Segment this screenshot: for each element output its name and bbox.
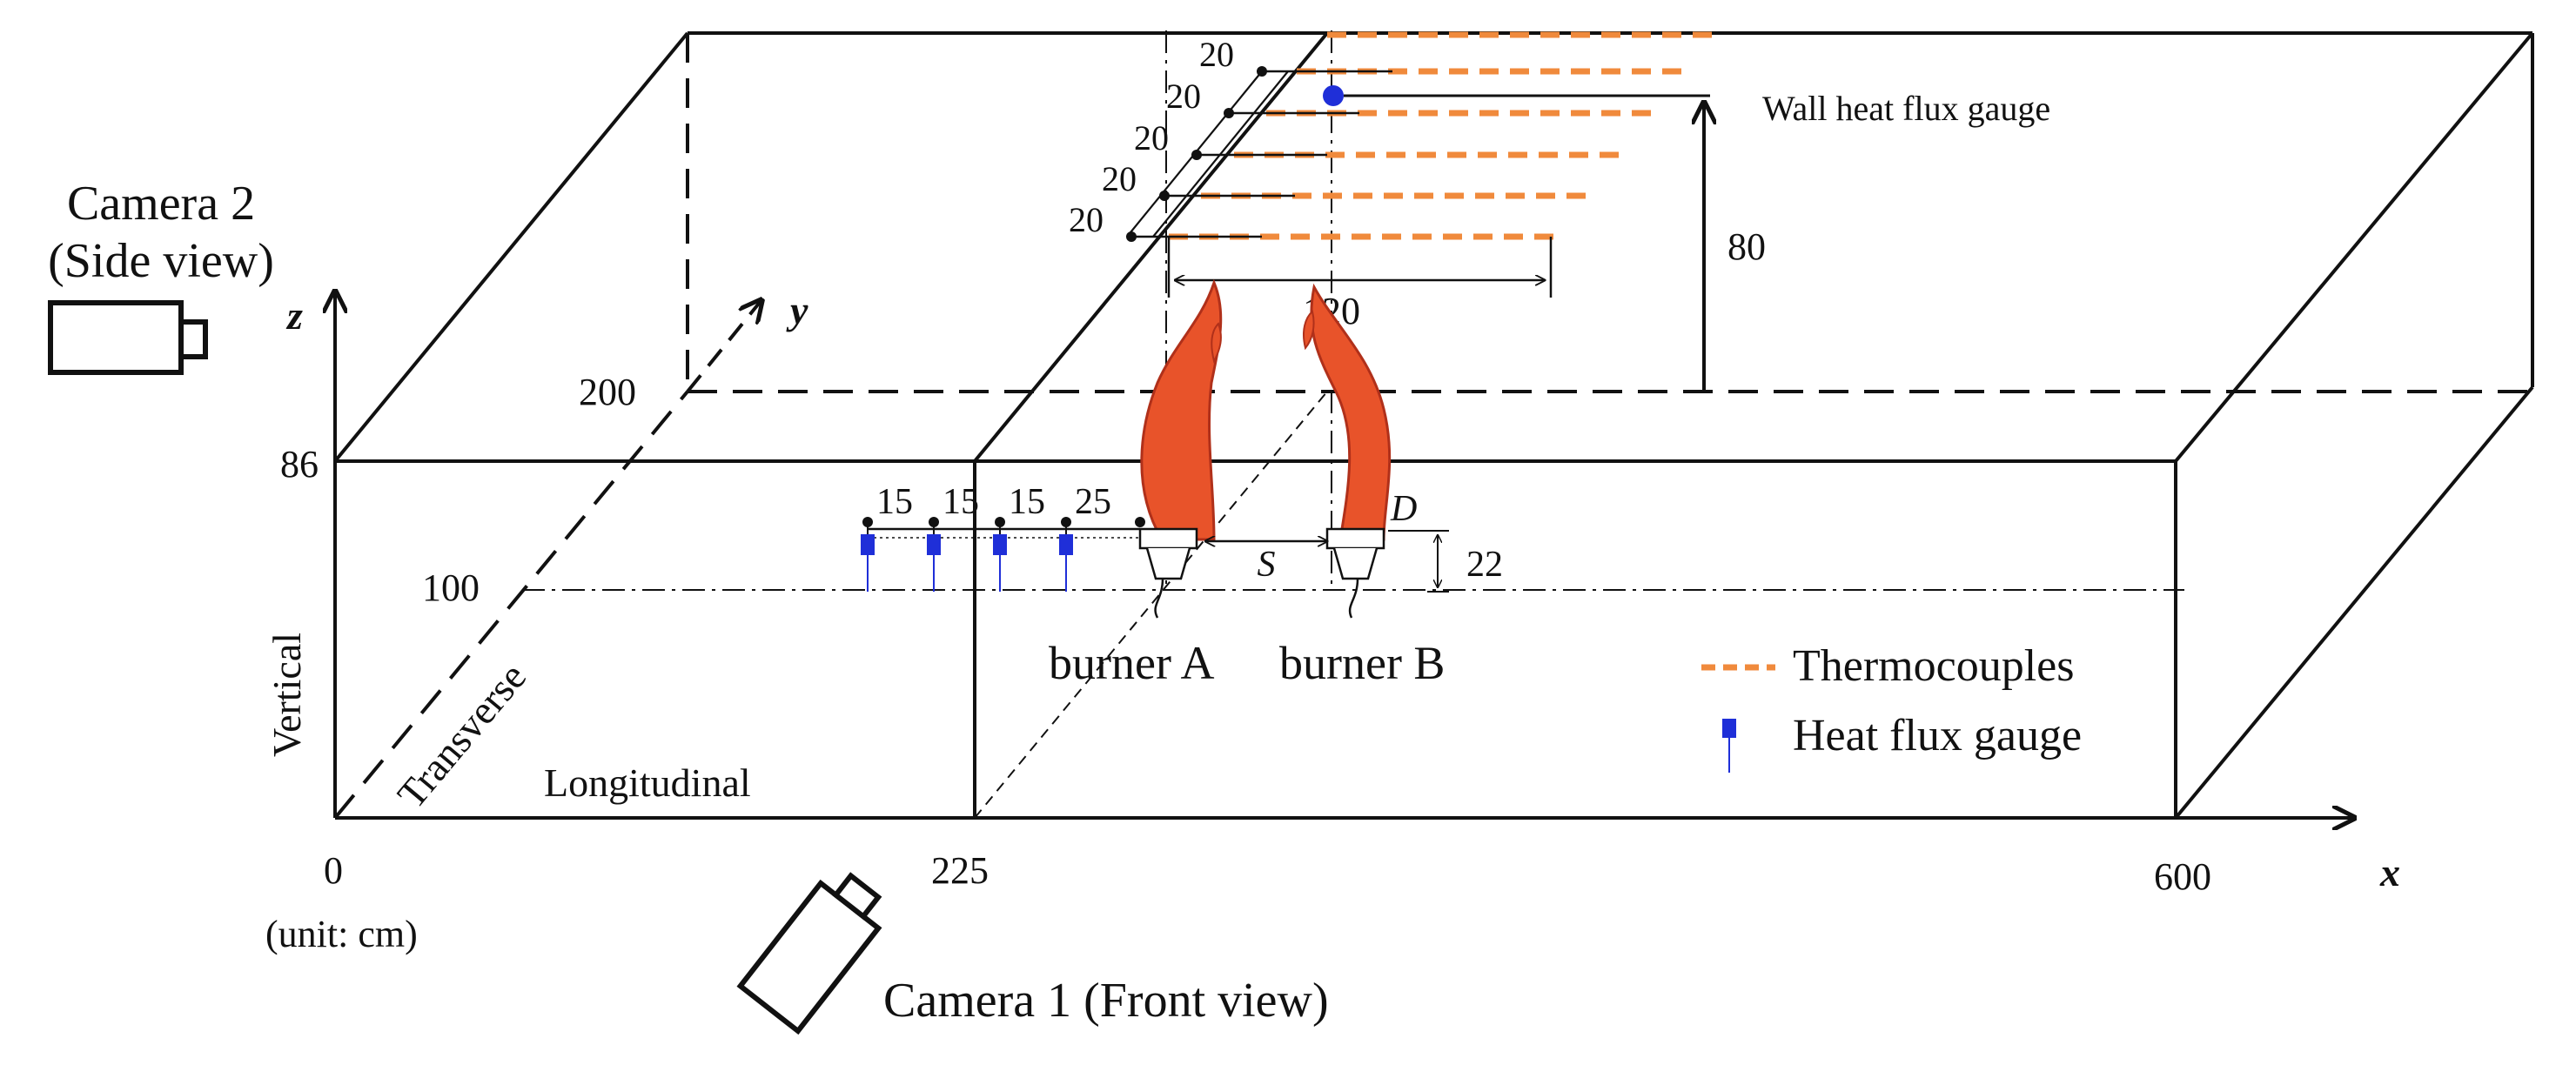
wall-gauge-label: Wall heat flux gauge — [1762, 89, 2050, 128]
transverse-label: Transverse — [389, 654, 535, 816]
gauge-dot — [995, 517, 1005, 527]
tc-leader-dot — [1224, 108, 1234, 118]
flame-b — [1303, 283, 1392, 541]
x-axis-label: x — [2379, 850, 2400, 894]
camera-2-subtitle: (Side view) — [48, 234, 274, 288]
wall-heat-flux-gauge-dot — [1323, 85, 1344, 106]
dim-120 — [1167, 237, 1553, 298]
dim-200-label: 200 — [579, 371, 636, 413]
legend-gauge-swatch — [1722, 719, 1736, 773]
y-axis-line — [686, 300, 761, 393]
hidden-edges — [333, 33, 2532, 820]
gauge-dot — [1061, 517, 1071, 527]
burner-b — [1325, 527, 1385, 619]
tc-leader-dot — [1191, 150, 1202, 160]
legend-thermocouples-label: Thermocouples — [1793, 641, 2074, 691]
camera-1-icon — [736, 872, 882, 1035]
heat-flux-gauge — [927, 534, 941, 555]
tc-leader-dot — [1257, 66, 1267, 77]
flame-a — [1140, 278, 1223, 541]
thermocouple-rows — [1169, 31, 1714, 240]
gauge-spacing-label: 15 — [943, 482, 979, 522]
longitudinal-label: Longitudinal — [544, 760, 751, 805]
burner-a — [1138, 527, 1198, 619]
gauge-dot — [862, 517, 873, 527]
dim-22 — [1388, 530, 1449, 593]
heat-flux-gauge — [993, 534, 1007, 555]
dim-s-label: S — [1258, 545, 1276, 585]
tunnel-outline — [335, 31, 2534, 818]
dim-80-label: 80 — [1727, 225, 1766, 268]
z-axis-label: z — [285, 293, 303, 338]
legend-gauge-label: Heat flux gauge — [1793, 711, 2082, 760]
heat-flux-gauge — [861, 534, 875, 555]
dim-22-label: 22 — [1466, 545, 1503, 585]
dim-600-label: 600 — [2154, 855, 2211, 898]
gauge-dot — [929, 517, 939, 527]
camera-2-title: Camera 2 — [67, 177, 255, 231]
gauge-spacing-label: 25 — [1075, 482, 1111, 522]
heat-flux-gauges: 15 15 15 25 — [861, 482, 1145, 592]
tc-spacing-label: 20 — [1069, 200, 1104, 239]
dim-86-label: 86 — [280, 443, 319, 486]
burner-b-label: burner B — [1279, 637, 1445, 689]
tc-leader-dot — [1159, 191, 1170, 201]
dim-100-label: 100 — [422, 566, 480, 609]
tc-spacing-label: 20 — [1199, 35, 1234, 74]
centerlines — [522, 30, 2184, 591]
camera-1-label: Camera 1 (Front view) — [883, 974, 1329, 1028]
gauge-spacing-label: 15 — [1009, 482, 1045, 522]
transverse-section-line — [974, 391, 1328, 819]
dim-225-label: 225 — [931, 849, 989, 892]
y-axis-label: y — [786, 288, 808, 332]
gauge-dot — [1135, 517, 1145, 527]
heat-flux-gauge — [1059, 534, 1073, 555]
tc-spacing-label: 20 — [1102, 159, 1137, 198]
tc-leader-dot — [1126, 231, 1137, 242]
camera-2-icon — [48, 300, 208, 375]
origin-label: 0 — [324, 849, 343, 892]
burner-a-label: burner A — [1049, 637, 1214, 689]
vertical-label: Vertical — [265, 633, 309, 757]
dim-d-label: D — [1390, 489, 1417, 529]
tc-spacing-label: 20 — [1134, 118, 1169, 157]
tc-spacing-label: 20 — [1166, 77, 1201, 116]
unit-label: (unit: cm) — [265, 913, 418, 955]
gauge-spacing-label: 15 — [876, 482, 913, 522]
